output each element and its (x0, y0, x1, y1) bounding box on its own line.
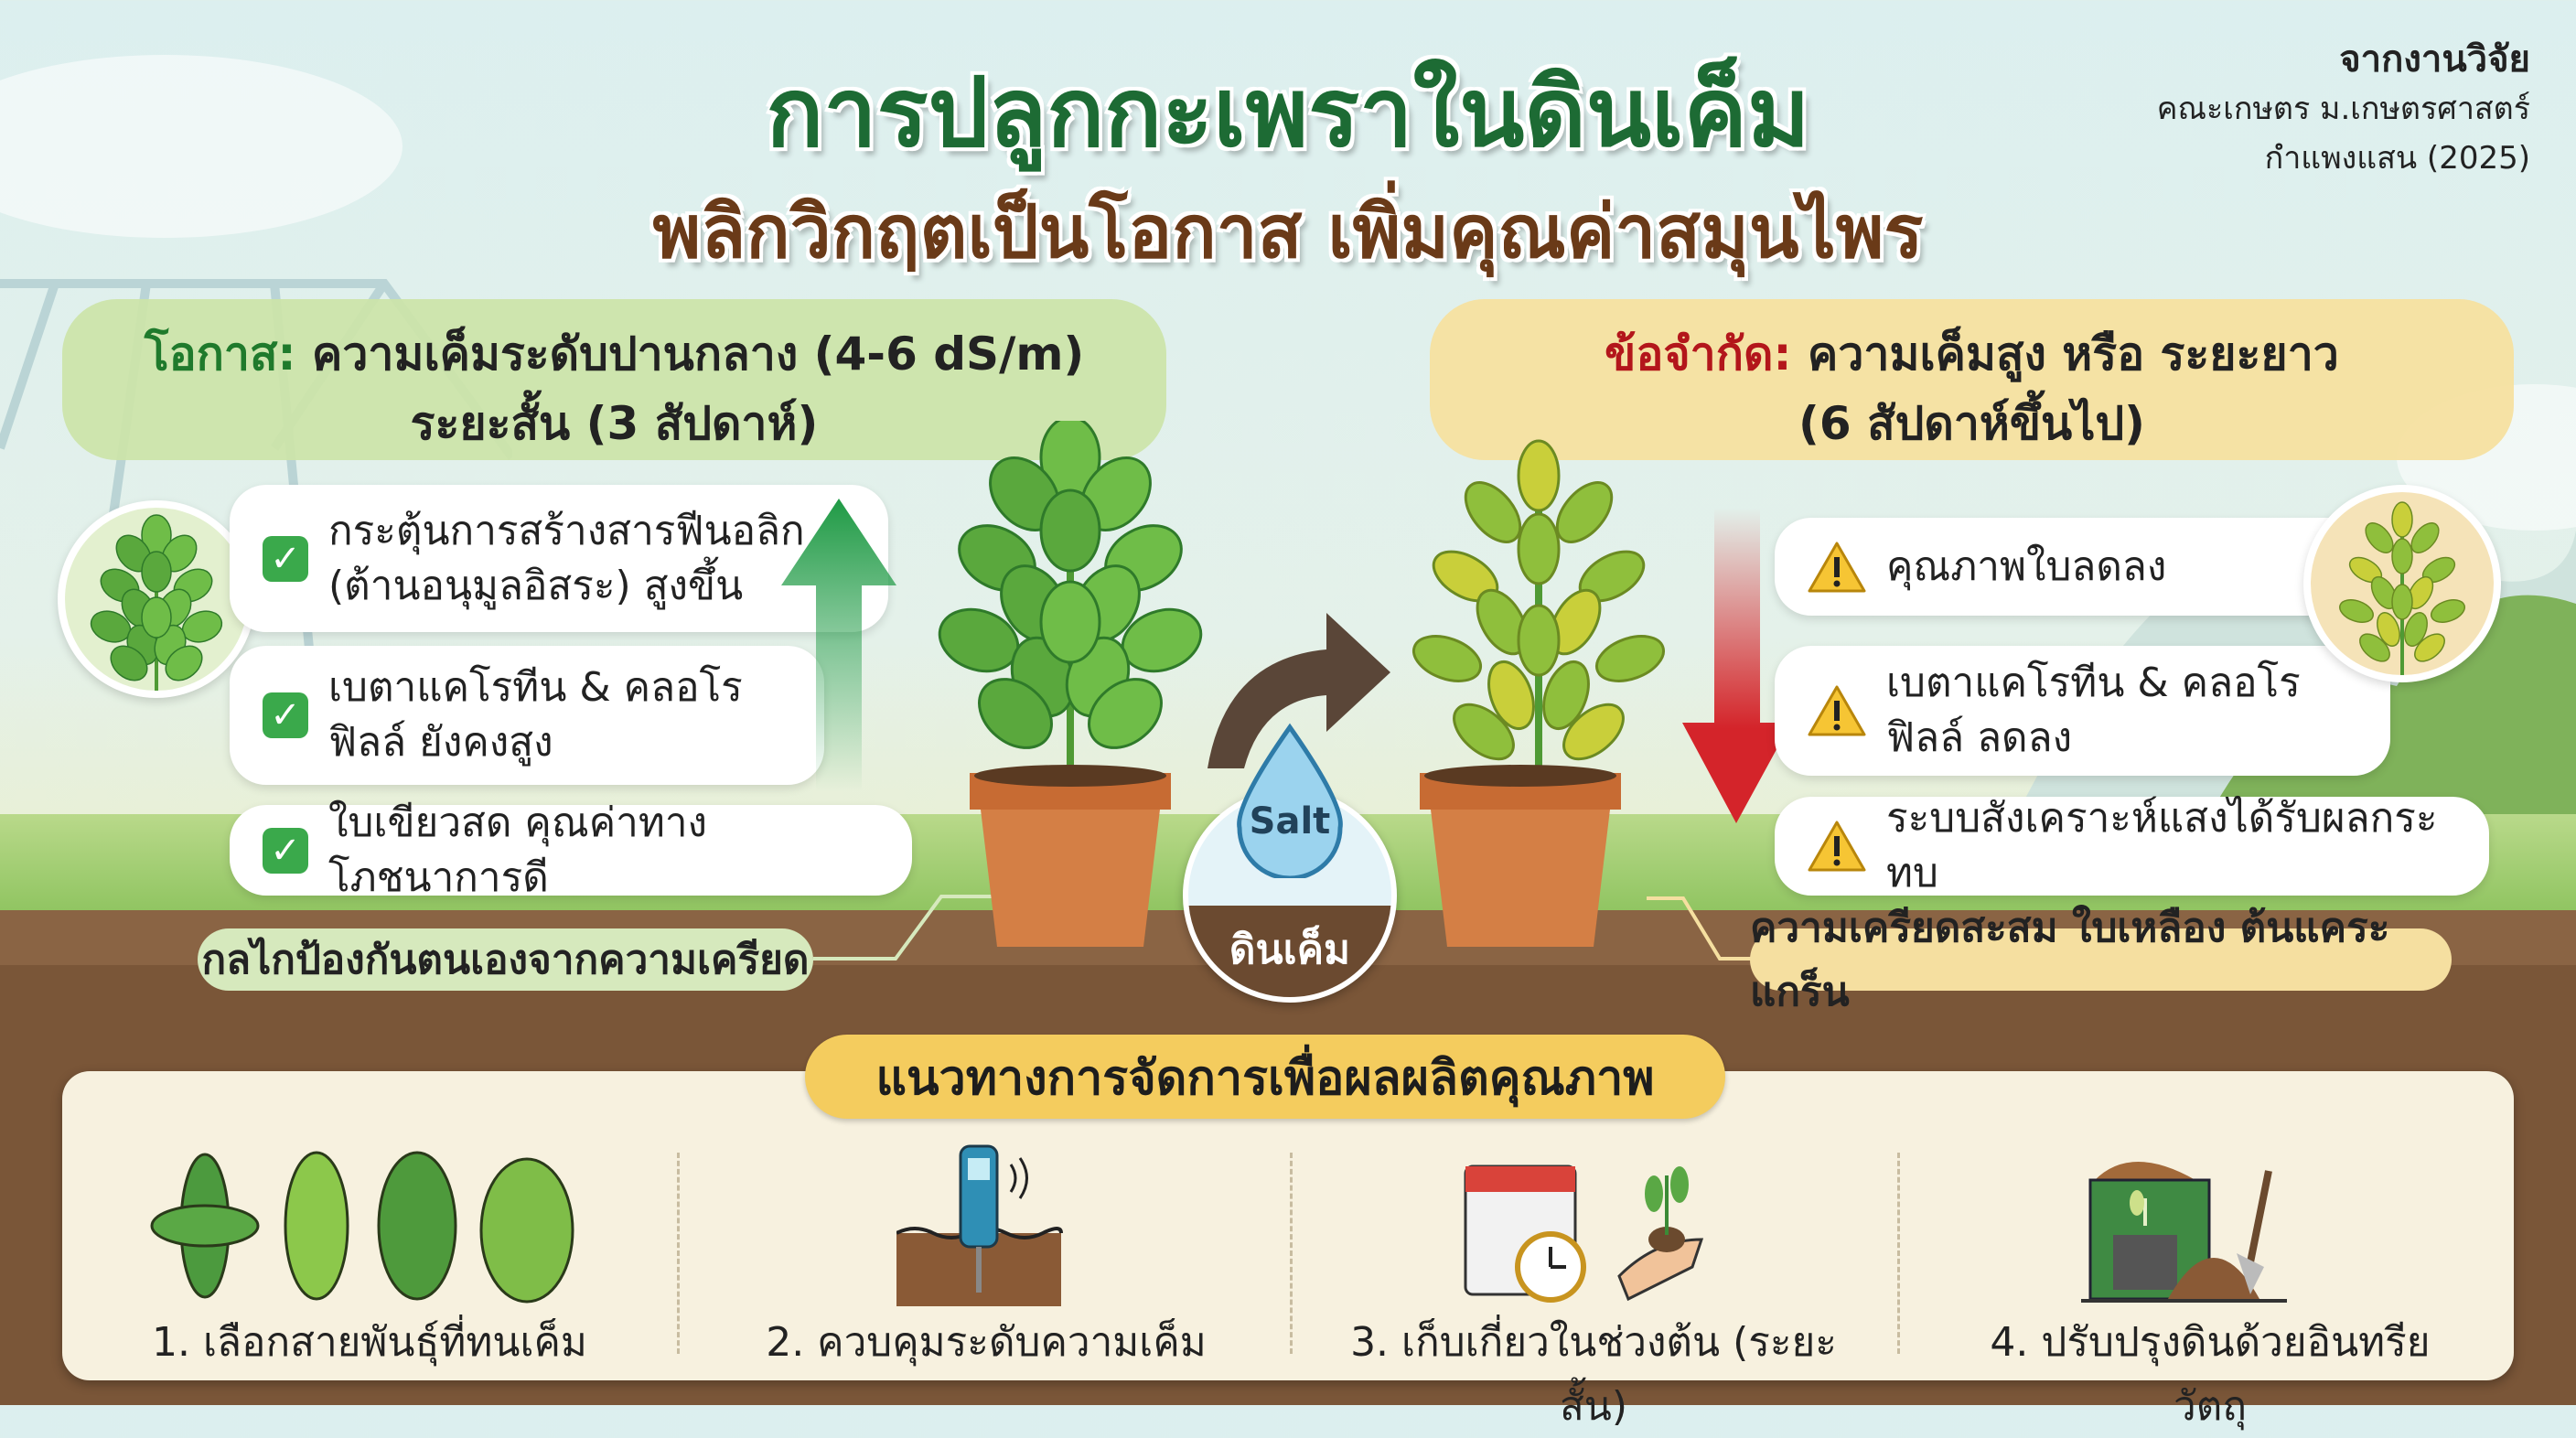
limitation-card: เบตาแคโรทีน & คลอโรฟิลล์ ลดลง (1775, 646, 2390, 776)
basil-leaf (2339, 599, 2374, 623)
basil-leaf (141, 596, 172, 639)
check-icon: ✓ (263, 535, 308, 582)
greenhouse-frame (0, 279, 512, 668)
benefit-card: ✓ เบตาแคโรทีน & คลอโรฟิลล์ ยังคงสูง (230, 646, 824, 785)
early-harvest-icon (1464, 1164, 1704, 1303)
basil-leaf (2377, 612, 2400, 647)
saline-soil-label: ดินเค็ม (1229, 927, 1351, 973)
connector-line (1647, 896, 1756, 960)
step-label: 1. เลือกสายพันธุ์ที่ทนเค็ม (152, 1319, 587, 1366)
limitation-note: ความเครียดสะสม ใบเหลือง ต้นแคระแกร็น (1750, 905, 2452, 1015)
stressed-plant-thumbnail (2303, 485, 2501, 682)
page-title: การปลูกกะเพราในดินเค็ม (766, 57, 1810, 168)
divider (1290, 1153, 1293, 1354)
basil-leaf (165, 645, 203, 681)
basil-leaf (1464, 481, 1522, 543)
limitation-line1: ความเค็มสูง หรือ ระยะยาว (1807, 327, 2339, 381)
increase-arrow-icon (781, 499, 896, 791)
opportunity-label: โอกาส: (144, 327, 296, 381)
benefit-card: ✓ กระตุ้นการสร้างสารฟีนอลิก (ต้านอนุมูลอิ… (230, 485, 888, 632)
attribution-line: จากงานวิจัย (2339, 38, 2530, 80)
opportunity-line1: ความเค็มระดับปานกลาง (4-6 dS/m) (311, 327, 1085, 381)
attribution-line: กำแพงแสน (2025) (2264, 140, 2530, 177)
limitation-text: คุณภาพใบลดลง (1886, 542, 2167, 590)
leaf-varieties-icon (150, 1151, 574, 1304)
warning-icon (1808, 821, 1866, 872)
warning-icon (1808, 542, 1866, 592)
basil-leaf (2404, 612, 2428, 647)
benefit-text: กระตุ้นการสร้างสารฟีนอลิก (ต้านอนุมูลอิส… (328, 507, 805, 609)
basil-leaf (2359, 633, 2390, 662)
step-label: 2. ควบคุมระดับความเค็ม (766, 1319, 1207, 1366)
basil-leaf (1562, 703, 1625, 761)
warning-icon (1808, 685, 1866, 736)
basil-leaf (978, 678, 1053, 749)
limitation-text: ระบบสังเคราะห์แสงได้รับผลกระทบ (1886, 795, 2438, 896)
stressed-basil-pot (1412, 439, 1665, 947)
basil-leaf (1555, 481, 1614, 543)
basil-leaf (2391, 584, 2413, 620)
divider (1897, 1153, 1900, 1354)
attribution-line: คณะเกษตร ม.เกษตรศาสตร์ (2156, 91, 2530, 127)
basil-leaf (2391, 538, 2413, 574)
salinity-meter-icon (896, 1144, 1063, 1306)
basil-leaf (1542, 660, 1590, 730)
limitation-card: คุณภาพใบลดลง (1775, 518, 2406, 616)
basil-leaf (110, 645, 148, 681)
check-icon: ✓ (263, 692, 308, 738)
opportunity-note: กลไกป้องกันตนเองจากความเครียด (198, 928, 813, 991)
limitation-header: ข้อจำกัด: ความเค็มสูง หรือ ระยะยาว (6 สั… (1430, 299, 2514, 460)
step-label: 3. เก็บเกี่ยวในช่วงต้น (ระยะสั้น) (1350, 1319, 1837, 1430)
basil-leaf (2391, 501, 2413, 538)
benefit-card: ✓ ใบเขียวสด คุณค่าทางโภชนาการดี (230, 799, 912, 901)
opportunity-header: โอกาส: ความเค็มระดับปานกลาง (4-6 dS/m) ร… (62, 299, 1166, 460)
healthy-basil-pot (938, 421, 1203, 947)
organic-compost-icon (2081, 1162, 2287, 1303)
step-label: 4. ปรับปรุงดินด้วยอินทรียวัตถุ (1990, 1319, 2431, 1430)
basil-leaf (141, 551, 172, 593)
basil-leaf (2431, 599, 2465, 623)
limitation-text: เบตาแคโรทีน & คลอโรฟิลล์ ลดลง (1886, 660, 2301, 761)
basil-leaf (2410, 522, 2440, 553)
healthy-plant-thumbnail (58, 500, 255, 698)
basil-leaf (1517, 512, 1561, 585)
basil-leaf (1039, 580, 1101, 664)
limitation-label: ข้อจำกัด: (1605, 327, 1792, 381)
basil-leaf (1517, 604, 1561, 677)
divider (677, 1153, 680, 1354)
basil-leaf (2365, 522, 2394, 553)
basil-leaf (1088, 678, 1163, 749)
attribution: จากงานวิจัย คณะเกษตร ม.เกษตรศาสตร์ กำแพง… (2157, 35, 2530, 183)
basil-leaf (1595, 635, 1665, 682)
basil-leaf (1453, 703, 1515, 761)
benefit-text: ใบเขียวสด คุณค่าทางโภชนาการดี (328, 799, 708, 901)
salt-label: Salt (1249, 800, 1331, 842)
limitation-card: ระบบสังเคราะห์แสงได้รับผลกระทบ (1775, 795, 2489, 896)
basil-leaf (2414, 633, 2445, 662)
connector-line (813, 895, 996, 960)
basil-leaf (1412, 635, 1482, 682)
transition-arrow-icon (1208, 613, 1390, 768)
check-icon: ✓ (263, 827, 308, 874)
basil-leaf (1487, 660, 1535, 730)
salt-drop-icon (1237, 723, 1343, 878)
opportunity-line2: ระยะสั้น (3 สัปดาห์) (410, 397, 819, 450)
basil-leaf (1039, 488, 1101, 573)
benefit-text: เบตาแคโรทีน & คลอโรฟิลล์ ยังคงสูง (328, 664, 743, 766)
limitation-line2: (6 สัปดาห์ขึ้นไป) (1798, 397, 2145, 450)
cloud (0, 55, 402, 238)
decrease-arrow-icon (1682, 508, 1791, 823)
page-subtitle: พลิกวิกฤตเป็นโอกาส เพิ่มคุณค่าสมุนไพร (652, 189, 1924, 274)
management-title: แนวทางการจัดการเพื่อผลผลิตคุณภาพ (805, 1035, 1725, 1119)
basil-leaf (1517, 439, 1561, 512)
